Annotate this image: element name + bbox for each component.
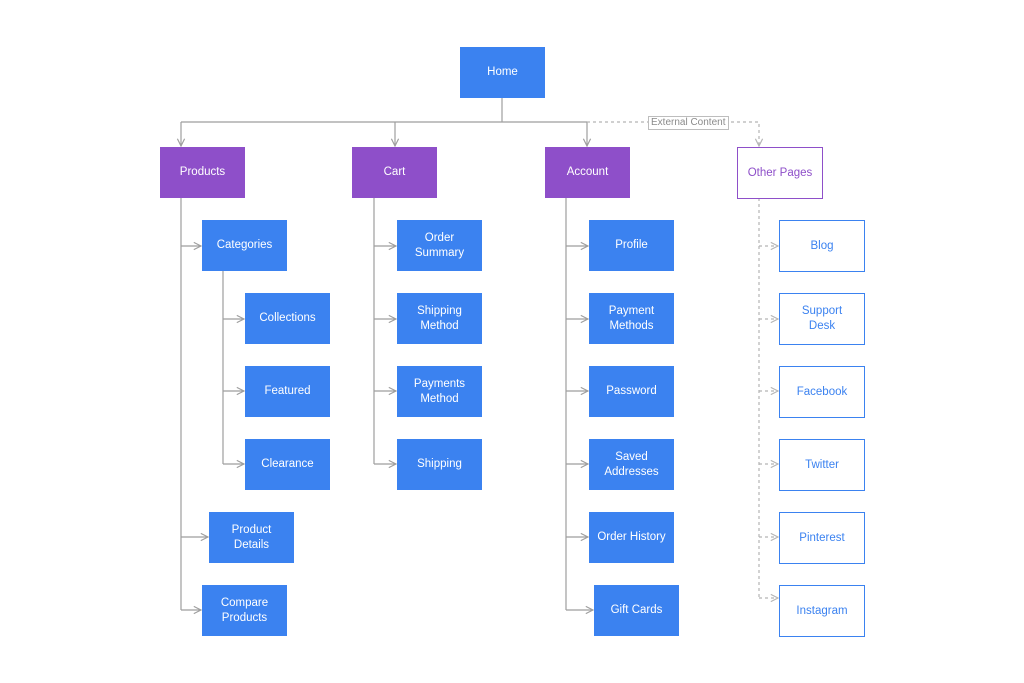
- node-clearance[interactable]: Clearance: [245, 439, 330, 490]
- node-home[interactable]: Home: [460, 47, 545, 98]
- node-shipping-method[interactable]: Shipping Method: [397, 293, 482, 344]
- node-order-summary[interactable]: Order Summary: [397, 220, 482, 271]
- node-instagram[interactable]: Instagram: [779, 585, 865, 637]
- node-featured[interactable]: Featured: [245, 366, 330, 417]
- node-password[interactable]: Password: [589, 366, 674, 417]
- node-blog[interactable]: Blog: [779, 220, 865, 272]
- node-saved-addresses[interactable]: Saved Addresses: [589, 439, 674, 490]
- node-order-history[interactable]: Order History: [589, 512, 674, 563]
- node-profile[interactable]: Profile: [589, 220, 674, 271]
- node-other-pages[interactable]: Other Pages: [737, 147, 823, 199]
- node-payments-method[interactable]: Payments Method: [397, 366, 482, 417]
- node-facebook[interactable]: Facebook: [779, 366, 865, 418]
- node-gift-cards[interactable]: Gift Cards: [594, 585, 679, 636]
- node-product-details[interactable]: Product Details: [209, 512, 294, 563]
- node-collections[interactable]: Collections: [245, 293, 330, 344]
- node-cart[interactable]: Cart: [352, 147, 437, 198]
- external-content-label: External Content: [648, 116, 729, 130]
- connector-external-content: [587, 121, 759, 146]
- node-compare-products[interactable]: Compare Products: [202, 585, 287, 636]
- node-payment-methods[interactable]: Payment Methods: [589, 293, 674, 344]
- node-categories[interactable]: Categories: [202, 220, 287, 271]
- node-twitter[interactable]: Twitter: [779, 439, 865, 491]
- node-support-desk[interactable]: Support Desk: [779, 293, 865, 345]
- node-shipping[interactable]: Shipping: [397, 439, 482, 490]
- node-products[interactable]: Products: [160, 147, 245, 198]
- node-pinterest[interactable]: Pinterest: [779, 512, 865, 564]
- node-account[interactable]: Account: [545, 147, 630, 198]
